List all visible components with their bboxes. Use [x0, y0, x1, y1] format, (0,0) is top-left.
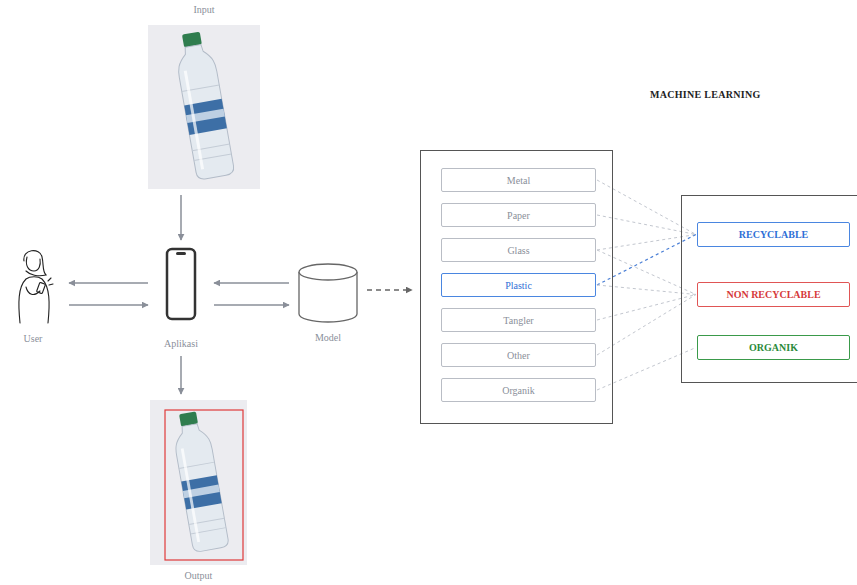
- node-label: Glass: [507, 244, 529, 257]
- category-panel: MetalPaperGlassPlasticTanglerOtherOrgani…: [420, 150, 613, 424]
- model-node: Model: [297, 258, 359, 344]
- class-box: RECYCLABLE: [697, 222, 850, 247]
- flow-arrow: [214, 304, 289, 306]
- output-image: Output: [150, 400, 247, 582]
- node-label: User: [24, 332, 43, 345]
- input-image: Input: [148, 3, 260, 189]
- node-label: NON RECYCLABLE: [726, 288, 820, 301]
- flow-arrow: [180, 356, 182, 394]
- flow-arrow: [69, 304, 148, 306]
- node-label: Aplikasi: [164, 337, 198, 350]
- node-label: Plastic: [505, 279, 532, 292]
- user-figure: [19, 251, 53, 323]
- class-box: NON RECYCLABLE: [697, 282, 850, 307]
- flow-arrow: [69, 282, 148, 284]
- category-box: Tangler: [441, 308, 596, 332]
- node-label: Input: [193, 3, 214, 16]
- flow-arrow: [214, 282, 289, 284]
- input-photo: [148, 25, 260, 189]
- node-label: Tangler: [503, 314, 533, 327]
- flow-arrow: [180, 195, 182, 240]
- node-label: Output: [185, 569, 213, 582]
- database-cylinder: [299, 264, 357, 322]
- category-box: Organik: [441, 378, 596, 402]
- category-box: Glass: [441, 238, 596, 262]
- class-box: ORGANIK: [697, 335, 850, 360]
- node-label: Organik: [502, 384, 535, 397]
- category-box: Plastic: [441, 273, 596, 297]
- class-panel: RECYCLABLE NON RECYCLABLE ORGANIK: [681, 195, 857, 383]
- node-label: RECYCLABLE: [739, 228, 808, 241]
- category-box: Metal: [441, 168, 596, 192]
- node-label: Other: [507, 349, 530, 362]
- user-node: User: [5, 245, 61, 345]
- output-photo: [150, 400, 247, 565]
- node-label: Paper: [507, 209, 530, 222]
- category-box: Other: [441, 343, 596, 367]
- node-label: ORGANIK: [749, 341, 798, 354]
- node-label: Model: [315, 331, 341, 344]
- flow-arrow: [367, 289, 412, 290]
- app-node: Aplikasi: [156, 246, 206, 350]
- phone-icon: [167, 249, 195, 319]
- diagram-title: MACHINE LEARNING: [650, 89, 761, 100]
- node-label: Metal: [507, 174, 530, 187]
- category-box: Paper: [441, 203, 596, 227]
- bounding-box: [165, 410, 243, 560]
